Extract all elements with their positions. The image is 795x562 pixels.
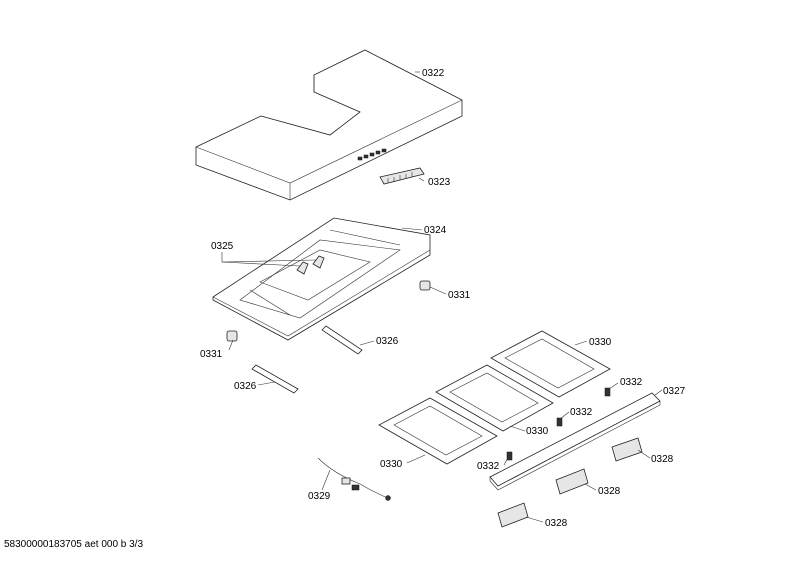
document-footer-id: 58300000183705 aet 000 b 3/3	[4, 539, 144, 550]
clip-part-2	[556, 417, 563, 427]
latch-part-3	[497, 502, 529, 528]
label-0331-right: 0331	[448, 290, 471, 301]
label-0323: 0323	[428, 177, 451, 188]
label-0332-top: 0332	[620, 377, 643, 388]
knob-part-left	[226, 330, 238, 342]
bracket-part	[296, 255, 325, 275]
label-0326-upper: 0326	[376, 336, 399, 347]
grease-filter-part-3	[490, 330, 611, 398]
label-0330-top: 0330	[589, 337, 612, 348]
label-0322: 0322	[422, 68, 445, 79]
latch-part-1	[611, 437, 643, 462]
clip-part-3	[506, 451, 513, 461]
cable-part	[317, 457, 391, 501]
label-0328-right: 0328	[651, 454, 674, 465]
inner-tray-part	[212, 217, 431, 341]
label-0325: 0325	[211, 241, 234, 252]
label-0326-lower: 0326	[234, 381, 257, 392]
label-0331-left: 0331	[200, 349, 223, 360]
label-0332-middle: 0332	[570, 407, 593, 418]
label-0330-bottom: 0330	[380, 459, 403, 470]
grease-filter-part-1	[378, 397, 498, 465]
rail-part-upper	[321, 325, 363, 355]
label-0330-middle: 0330	[526, 426, 549, 437]
label-0328-left: 0328	[545, 518, 568, 529]
label-0332-bottom: 0332	[477, 461, 500, 472]
clip-part-1	[604, 387, 611, 397]
filter-frame-part	[489, 392, 661, 491]
label-0324: 0324	[424, 225, 447, 236]
label-0327: 0327	[663, 386, 686, 397]
grease-filter-part-2	[435, 364, 554, 432]
hood-cover-part	[195, 49, 463, 201]
control-panel-strip-part	[379, 167, 425, 185]
knob-part-right	[419, 280, 431, 291]
rail-part-lower	[251, 364, 299, 394]
latch-part-2	[555, 468, 589, 495]
leader-lines	[221, 71, 663, 523]
label-0329: 0329	[308, 491, 331, 502]
label-0328-middle: 0328	[598, 486, 621, 497]
control-buttons	[357, 148, 387, 161]
